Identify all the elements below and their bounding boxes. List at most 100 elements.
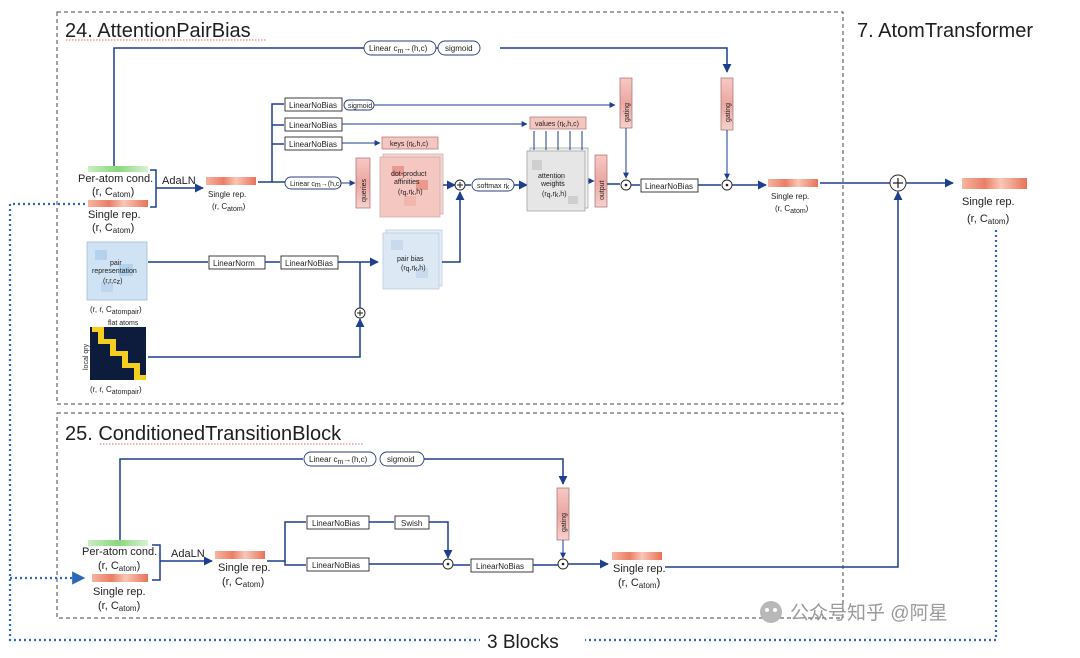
per-atom-cond-bar (88, 166, 148, 172)
linear-cm-pill-top: Linear cm→(h,c) (363, 40, 437, 56)
linear-no-bias-pair-box: LinearNoBias (280, 255, 339, 270)
transition-normalized-bar (215, 551, 265, 559)
svg-text:queries: queries (361, 179, 368, 202)
svg-text:LinearNoBias: LinearNoBias (289, 101, 337, 110)
single-rep-input-shape: (r, Catom) (92, 222, 134, 235)
svg-text:values (rk,h,c): values (rk,h,c) (535, 121, 579, 129)
loop-left-path (8, 202, 480, 642)
svg-text:output: output (599, 180, 606, 200)
attention-output-label: Single rep. (771, 192, 809, 201)
sigmoid-small-pill: sigmoid (343, 99, 375, 111)
attention-block-title: 24. AttentionPairBias (65, 20, 251, 42)
transformer-output-label: Single rep. (962, 196, 1015, 208)
linear-cm-pill-mid: Linear cm→(h,c) (284, 176, 342, 190)
svg-text:LinearNoBias: LinearNoBias (289, 140, 337, 149)
svg-text:Linear cm→(h,c): Linear cm→(h,c) (290, 181, 342, 189)
top-gate-arrow (500, 47, 732, 73)
transition-cond-shape: (r, Catom) (98, 560, 140, 573)
loop-right-path (585, 230, 998, 642)
svg-text:local qry: local qry (83, 343, 90, 370)
transition-output-label: Single rep. (613, 563, 666, 575)
output-tensor: output (594, 154, 608, 208)
transition-single-input-bar (92, 574, 148, 582)
queries-tensor: queries (355, 157, 371, 209)
transition-cond-label: Per-atom cond. (82, 546, 157, 558)
dot-product-affinities-matrix: dot-product affinities (rq,rk,h) (379, 153, 444, 218)
mask-shape: (r, r, Catompair) (90, 385, 142, 396)
swish-box: Swish (394, 515, 430, 530)
svg-text:LinearNoBias: LinearNoBias (312, 561, 360, 570)
linear-norm-box: LinearNorm (208, 255, 266, 270)
svg-text:gating: gating (561, 513, 568, 532)
svg-text:gating: gating (624, 103, 631, 122)
top-gate-connector (113, 47, 366, 168)
attention-output-bar (768, 179, 818, 187)
svg-text:flat atoms: flat atoms (108, 320, 139, 327)
adaln-label: AdaLN (162, 175, 196, 187)
svg-text:(rq,rk,h): (rq,rk,h) (542, 191, 567, 199)
transition-single-input-shape: (r, Catom) (98, 600, 140, 613)
residual-add-operator (889, 174, 907, 192)
svg-text:affinities: affinities (394, 179, 420, 186)
transition-multiply-2 (557, 558, 569, 570)
svg-text:Linear cm→(h,c): Linear cm→(h,c) (369, 44, 428, 55)
sigmoid-pill-top: sigmoid (437, 40, 481, 56)
svg-text:sigmoid: sigmoid (445, 44, 473, 53)
transition-output-bar (612, 552, 662, 560)
svg-text:LinearNoBias: LinearNoBias (645, 182, 693, 191)
transition-sigmoid-pill: sigmoid (379, 451, 425, 467)
svg-text:LinearNoBias: LinearNoBias (476, 562, 524, 571)
svg-text:attention: attention (538, 173, 565, 180)
transition-linear-no-bias-1: LinearNoBias (306, 515, 370, 530)
gate-multiply-operator-1 (620, 179, 632, 191)
normalized-single-rep-bar (206, 177, 256, 185)
add-bias-operator (454, 179, 466, 191)
transition-block-frame (56, 412, 844, 619)
pair-representation-tensor: pair representation (r,r,cz) (86, 241, 148, 301)
transition-multiply-1 (442, 558, 454, 570)
transition-output-shape: (r, Catom) (618, 577, 660, 590)
transition-normalized-shape: (r, Catom) (222, 576, 264, 589)
svg-text:pair bias: pair bias (397, 256, 424, 263)
gating-tensor-outer: gating (720, 77, 734, 131)
keys-tensor: keys (rk,h,c) (381, 136, 439, 150)
svg-text:LinearNorm: LinearNorm (213, 259, 255, 268)
transition-linear-pill: Linear cm→(h,c) (303, 451, 377, 467)
pair-representation-shape: (r, r, Catompair) (90, 305, 142, 316)
atom-mask-matrix: flat atoms local qry (83, 320, 146, 380)
svg-text:softmax rk: softmax rk (477, 183, 510, 191)
loop-label: 3 Blocks (487, 632, 559, 653)
normalized-single-rep-shape: (r, Catom) (212, 202, 246, 213)
gate-multiply-operator-2 (721, 179, 733, 191)
linear-no-bias-values-box: LinearNoBias (284, 117, 343, 132)
attention-output-shape: (r, Catom) (775, 204, 809, 215)
transition-gating-tensor: gating (556, 487, 570, 541)
transformer-title: 7. AtomTransformer (857, 20, 1033, 42)
svg-text:LinearNoBias: LinearNoBias (289, 121, 337, 130)
svg-text:weights: weights (540, 181, 565, 188)
per-atom-cond-label: Per-atom cond. (78, 173, 153, 185)
single-rep-input-label: Single rep. (88, 209, 141, 221)
attention-weights-matrix: attention weights (rq,rk,h) (526, 147, 589, 212)
per-atom-cond-shape: (r, Catom) (92, 186, 134, 199)
watermark-text: 公众号知乎 @阿星 (790, 602, 948, 624)
svg-text:LinearNoBias: LinearNoBias (285, 259, 333, 268)
svg-text:Swish: Swish (401, 519, 422, 528)
pair-bias-tensor: pair bias (rq,rk,h) (382, 229, 443, 290)
linear-no-bias-out-box: LinearNoBias (640, 178, 699, 193)
transition-linear-no-bias-3: LinearNoBias (470, 558, 534, 573)
watermark: 公众号知乎 @阿星 (760, 601, 948, 624)
svg-text:(rq,rk,h): (rq,rk,h) (401, 265, 426, 273)
svg-text:gating: gating (725, 103, 732, 122)
transition-normalized-label: Single rep. (218, 562, 271, 574)
svg-text:(rq,rk,h): (rq,rk,h) (398, 189, 423, 197)
svg-text:(r,r,cz): (r,r,cz) (103, 278, 122, 286)
normalized-single-rep-label: Single rep. (208, 190, 246, 199)
transition-linear-no-bias-2: LinearNoBias (306, 557, 370, 572)
attention-block-frame (56, 11, 844, 405)
svg-text:Linear cm→(h,c): Linear cm→(h,c) (309, 455, 368, 466)
transition-cond-bar (88, 540, 148, 546)
softmax-pill: softmax rk (471, 178, 515, 192)
linear-no-bias-gate-box: LinearNoBias (284, 97, 343, 112)
